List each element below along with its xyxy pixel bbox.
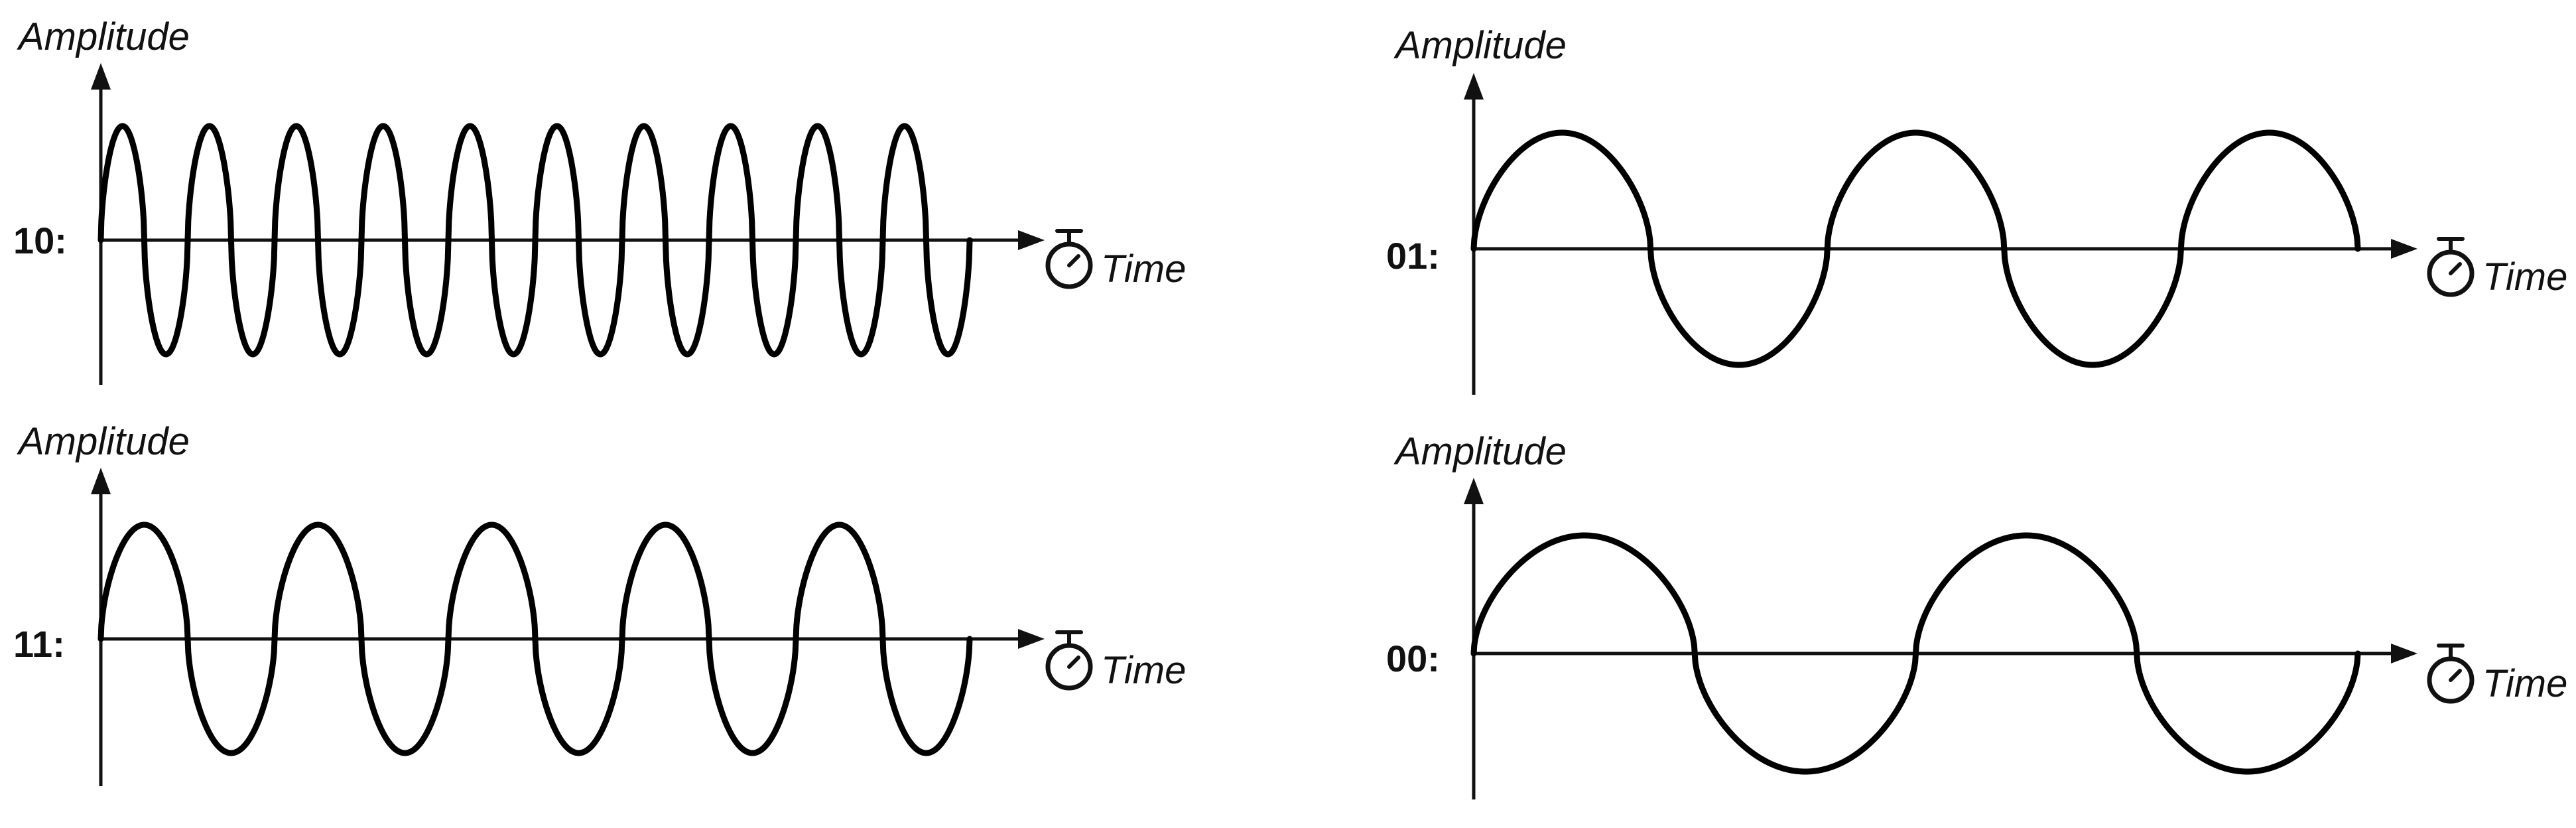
panel-10: Amplitude 10: Time (13, 15, 1186, 385)
time-label: Time (1101, 649, 1186, 692)
amplitude-label: Amplitude (1393, 430, 1567, 473)
carrier-wave (1470, 129, 2361, 368)
stopwatch-icon (1045, 229, 1093, 289)
code-label: 10: (13, 220, 67, 261)
time-axis-arrow (2391, 644, 2417, 663)
stopwatch-icon (1045, 630, 1093, 691)
time-label: Time (2482, 662, 2567, 705)
time-axis-arrow (1018, 230, 1045, 250)
code-label: 01: (1386, 235, 1440, 277)
code-label: 11: (13, 623, 65, 665)
amplitude-label: Amplitude (17, 15, 190, 58)
time-axis-arrow (2391, 239, 2417, 259)
time-label: Time (2482, 255, 2567, 299)
stopwatch-icon (2427, 237, 2475, 297)
carrier-wave (97, 521, 973, 756)
panel-01: Amplitude 01: Time (1386, 24, 2567, 395)
code-label: 00: (1386, 638, 1440, 679)
amplitude-axis-arrow (1464, 73, 1484, 100)
stopwatch-icon (2427, 644, 2475, 704)
time-axis-arrow (1018, 629, 1045, 649)
panel-11: Amplitude 11: Time (13, 420, 1186, 786)
carrier-wave (97, 123, 973, 358)
carrier-wave (1470, 532, 2361, 775)
panel-00: Amplitude 00: Time (1386, 430, 2567, 799)
amplitude-label: Amplitude (1393, 24, 1567, 67)
time-label: Time (1101, 247, 1186, 291)
amplitude-axis-arrow (1464, 478, 1484, 504)
amplitude-axis-arrow (91, 468, 111, 494)
amplitude-axis-arrow (91, 63, 111, 90)
amplitude-label: Amplitude (17, 420, 190, 463)
